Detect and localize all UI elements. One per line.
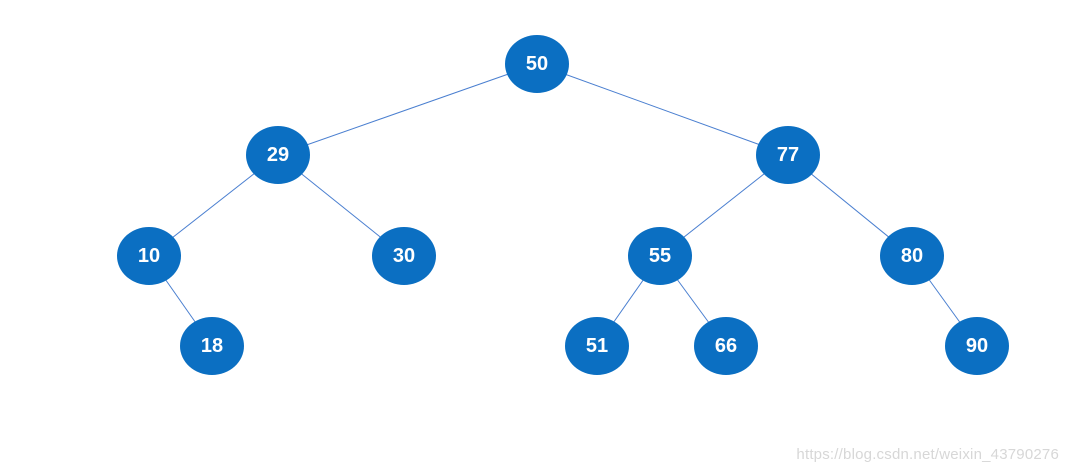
tree-node-77: 77 (756, 126, 820, 184)
tree-node-10: 10 (117, 227, 181, 285)
node-ellipse (694, 317, 758, 375)
node-ellipse (180, 317, 244, 375)
node-label: 18 (201, 335, 223, 357)
tree-node-30: 30 (372, 227, 436, 285)
node-label: 10 (138, 245, 160, 267)
node-ellipse (945, 317, 1009, 375)
node-ellipse (117, 227, 181, 285)
tree-node-55: 55 (628, 227, 692, 285)
node-label: 80 (901, 245, 923, 267)
tree-node-80: 80 (880, 227, 944, 285)
node-ellipse (505, 35, 569, 93)
node-label: 51 (586, 335, 608, 357)
tree-node-51: 51 (565, 317, 629, 375)
node-label: 66 (715, 335, 737, 357)
edge-50-77 (536, 63, 789, 156)
tree-node-50: 50 (505, 35, 569, 93)
node-ellipse (565, 317, 629, 375)
node-ellipse (628, 227, 692, 285)
node-label: 90 (966, 335, 988, 357)
node-label: 50 (526, 53, 548, 75)
node-ellipse (372, 227, 436, 285)
node-label: 55 (649, 245, 671, 267)
tree-node-29: 29 (246, 126, 310, 184)
watermark-text: https://blog.csdn.net/weixin_43790276 (796, 446, 1059, 463)
tree-node-66: 66 (694, 317, 758, 375)
node-label: 29 (267, 144, 289, 166)
edge-50-29 (277, 63, 538, 156)
tree-node-90: 90 (945, 317, 1009, 375)
node-ellipse (246, 126, 310, 184)
edges-layer (148, 63, 978, 347)
node-label: 77 (777, 144, 799, 166)
node-ellipse (756, 126, 820, 184)
tree-node-18: 18 (180, 317, 244, 375)
nodes-layer: 50 29 77 10 30 55 80 18 51 66 90 (117, 35, 1009, 375)
node-ellipse (880, 227, 944, 285)
node-label: 30 (393, 245, 415, 267)
